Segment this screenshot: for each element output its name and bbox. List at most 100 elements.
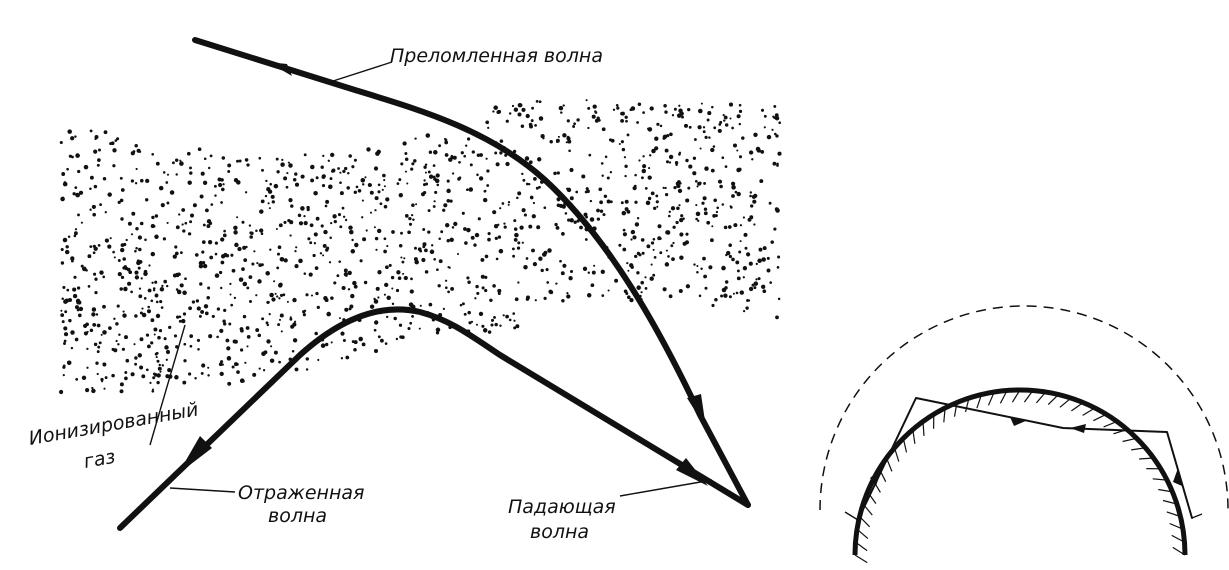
- gas-dot: [559, 106, 564, 111]
- gas-dot: [258, 263, 262, 267]
- gas-dot: [189, 171, 192, 174]
- incident-wave-label-line2: волна: [530, 521, 589, 543]
- gas-dot: [750, 204, 753, 207]
- gas-dot: [561, 299, 565, 303]
- gas-dot: [60, 197, 65, 202]
- gas-dot: [749, 195, 752, 198]
- gas-dot: [629, 298, 633, 302]
- gas-dot: [773, 162, 777, 166]
- gas-dot: [208, 167, 210, 169]
- gas-dot: [753, 286, 756, 289]
- gas-dot: [431, 244, 433, 246]
- gas-dot: [201, 172, 205, 176]
- gas-dot: [433, 200, 435, 202]
- gas-dot: [189, 334, 193, 338]
- gas-dot: [344, 167, 347, 170]
- gas-dot: [343, 339, 346, 342]
- gas-dot: [619, 143, 621, 145]
- gas-dot: [411, 315, 414, 318]
- gas-dot: [77, 213, 80, 216]
- gas-dot: [124, 335, 128, 339]
- gas-dot: [93, 251, 96, 254]
- gas-dot: [300, 206, 305, 211]
- gas-dot: [214, 194, 216, 196]
- gas-dot: [108, 326, 112, 330]
- gas-dot: [215, 273, 220, 278]
- gas-dot: [484, 190, 487, 193]
- gas-dot: [220, 201, 223, 204]
- gas-dot: [243, 315, 246, 318]
- gas-dot: [339, 225, 342, 228]
- gas-dot: [253, 250, 255, 252]
- gas-dot: [373, 298, 375, 300]
- gas-dot: [362, 342, 366, 346]
- gas-dot: [703, 130, 706, 133]
- gas-dot: [616, 107, 619, 110]
- gas-dot: [587, 107, 590, 110]
- gas-dot: [521, 108, 525, 112]
- gas-dot: [752, 200, 756, 204]
- gas-dot: [706, 221, 710, 225]
- gas-dot: [135, 227, 138, 230]
- gas-dot: [419, 250, 422, 253]
- gas-dot: [315, 266, 319, 270]
- gas-dot: [748, 299, 750, 301]
- gas-dot: [496, 258, 499, 261]
- gas-dot: [670, 244, 673, 247]
- gas-dot: [485, 120, 489, 124]
- gas-dot: [400, 232, 403, 235]
- gas-dot: [636, 121, 639, 124]
- gas-dot: [141, 308, 143, 310]
- gas-dot: [158, 364, 160, 366]
- gas-dot: [733, 293, 735, 295]
- gas-dot: [353, 348, 357, 352]
- gas-dot: [97, 164, 100, 167]
- gas-dot: [475, 285, 478, 288]
- gas-dot: [360, 259, 363, 262]
- gas-dot: [255, 294, 257, 296]
- gas-dot: [750, 191, 752, 193]
- gas-dot: [153, 287, 156, 290]
- gas-dot: [636, 271, 639, 274]
- gas-dot: [411, 203, 415, 207]
- gas-dot: [188, 306, 192, 310]
- gas-dot: [555, 282, 557, 284]
- gas-dot: [428, 209, 431, 212]
- gas-dot: [374, 209, 376, 211]
- gas-dot: [242, 380, 245, 383]
- gas-dot: [102, 330, 107, 335]
- gas-dot: [249, 224, 251, 226]
- gas-dot: [764, 126, 766, 128]
- gas-dot: [179, 320, 182, 323]
- gas-dot: [445, 223, 449, 227]
- gas-dot: [121, 188, 125, 192]
- gas-dot: [222, 363, 224, 365]
- gas-dot: [637, 217, 639, 219]
- gas-dot: [634, 201, 637, 204]
- gas-dot: [567, 140, 571, 144]
- gas-dot: [180, 283, 184, 287]
- gas-dot: [60, 141, 63, 144]
- gas-dot: [753, 133, 757, 137]
- gas-dot: [711, 106, 714, 109]
- gas-dot: [66, 168, 69, 171]
- gas-dot: [526, 296, 530, 300]
- gas-dot: [624, 165, 627, 168]
- gas-dot: [452, 172, 454, 174]
- gas-dot: [421, 258, 425, 262]
- gas-dot: [434, 191, 437, 194]
- gas-dot: [236, 180, 241, 185]
- gas-dot: [526, 257, 529, 260]
- gas-dot: [197, 339, 200, 342]
- gas-dot: [725, 165, 728, 168]
- gas-dot: [227, 163, 231, 167]
- gas-dot: [190, 345, 193, 348]
- gas-dot: [568, 276, 572, 280]
- gas-dot: [269, 313, 271, 315]
- gas-dot: [276, 228, 278, 230]
- gas-dot: [567, 119, 570, 122]
- gas-dot: [278, 361, 281, 364]
- gas-dot: [539, 116, 544, 121]
- gas-dot: [222, 183, 224, 185]
- gas-dot: [236, 160, 239, 163]
